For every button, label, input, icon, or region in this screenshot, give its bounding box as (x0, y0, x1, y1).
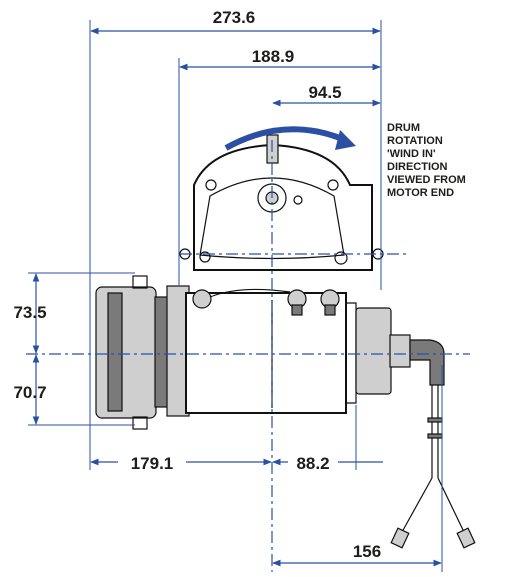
drum-face (199, 177, 345, 260)
top-bolt (132, 275, 148, 289)
note-line-3: 'WIND IN' (387, 148, 436, 160)
gearbox-housing (95, 286, 157, 419)
gearbox-ribs (107, 292, 123, 412)
dim-cable-length: 156 (353, 542, 381, 561)
dim-right-length: 88.2 (296, 454, 329, 473)
dim-mount-width: 188.9 (252, 47, 295, 66)
dim-upper-height: 73.5 (13, 303, 46, 322)
dim-overall-width: 273.6 (213, 8, 256, 27)
cable-gland (409, 339, 445, 386)
dim-center-offset: 94.5 (308, 83, 341, 102)
terminal-posts (192, 288, 340, 316)
winch-body (95, 134, 476, 549)
dim-lower-height: 70.7 (13, 383, 46, 402)
dim-left-length: 179.1 (131, 454, 174, 473)
rotation-arrow (224, 126, 347, 151)
bottom-bolt (132, 416, 148, 430)
note-line-1: DRUM (387, 122, 420, 134)
note-line-5: VIEWED FROM (387, 174, 466, 186)
rotation-arrowhead (335, 130, 356, 150)
control-box (355, 307, 392, 395)
note-line-4: DIRECTION (387, 161, 448, 173)
note-line-6: MOTOR END (387, 187, 454, 199)
motor-cylinder (185, 292, 347, 414)
note-line-2: ROTATION (387, 135, 443, 147)
rotation-note: DRUM ROTATION 'WIND IN' DIRECTION VIEWED… (387, 122, 466, 199)
control-cable (390, 385, 476, 549)
